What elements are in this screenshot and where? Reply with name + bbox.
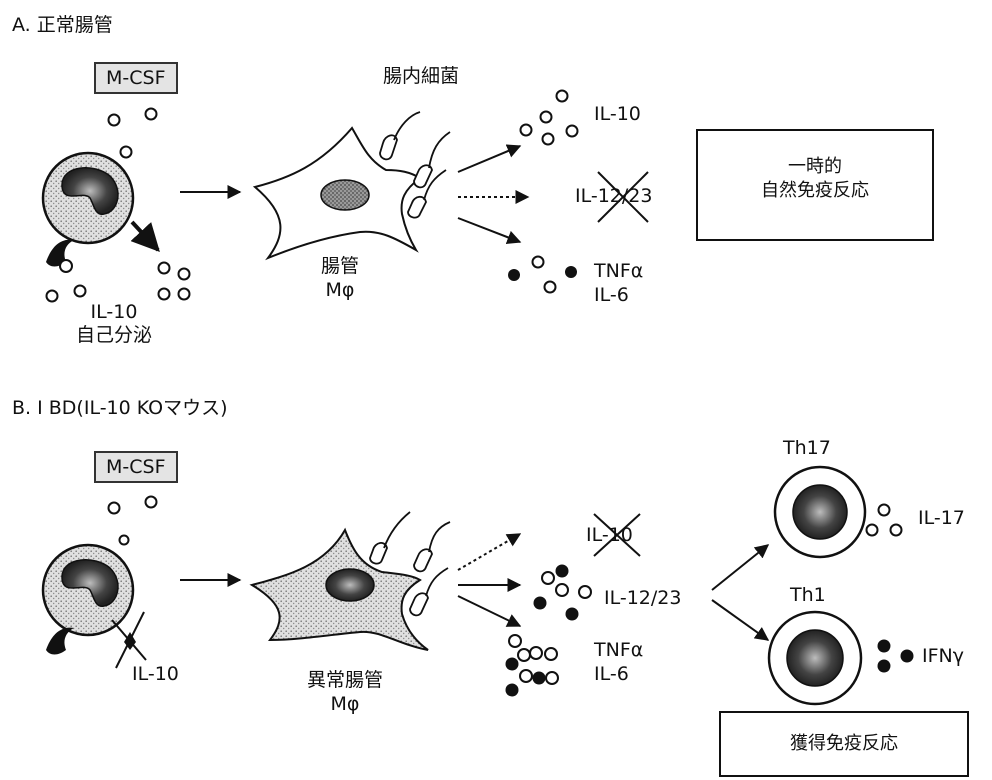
il10-dot	[179, 289, 190, 300]
macrophage-b-nucleus	[326, 569, 374, 601]
il10-dot	[159, 289, 170, 300]
out-il1223-b: IL-12/23	[604, 588, 681, 610]
tnf-dot-filled	[506, 658, 519, 671]
il10-dot	[521, 125, 532, 136]
monocyte-b	[43, 545, 133, 635]
mcsf-dot	[121, 147, 132, 158]
tnf-dot	[546, 672, 558, 684]
mcsf-dot	[109, 115, 120, 126]
mcsf-dot	[146, 109, 157, 120]
out-tnf-a: TNFα	[594, 261, 643, 283]
il10-dot	[567, 126, 578, 137]
macrophage-b-sub: Mφ	[290, 694, 400, 716]
tnf-dot-filled	[506, 684, 519, 697]
ifn-label: IFNγ	[922, 646, 964, 668]
tnf-dot	[533, 257, 544, 268]
response-a-text: 一時的 自然免疫反応	[697, 155, 933, 204]
autocrine-arrow	[132, 222, 158, 250]
ifn-dot-filled	[878, 640, 891, 653]
il10-dot	[47, 291, 58, 302]
il10-blocked-label: IL-10	[132, 664, 179, 686]
tnf-dot	[518, 649, 530, 661]
arrow-to-th1	[712, 600, 768, 640]
il1223-dot	[579, 586, 591, 598]
il17-label: IL-17	[918, 508, 965, 530]
ifn-dot-filled	[878, 660, 891, 673]
mcsf-label-b: M-CSF	[94, 451, 178, 483]
tnf-dot-filled	[565, 266, 577, 278]
out-il10-b: IL-10	[586, 525, 633, 547]
tnf-dot	[520, 670, 532, 682]
il1223-dot	[556, 584, 568, 596]
il10-dot	[557, 91, 568, 102]
autocrine-label: 自己分泌	[66, 325, 162, 347]
arrow-to-th17	[712, 545, 768, 590]
panel-a-title: A. 正常腸管	[12, 15, 113, 37]
il10-dot	[179, 269, 190, 280]
th17-label: Th17	[783, 438, 831, 460]
mcsf-label-a: M-CSF	[94, 62, 178, 94]
th17-cell	[775, 467, 865, 557]
arrow-b-tnf	[458, 596, 520, 626]
il17-dot	[879, 505, 890, 516]
mcsf-dot	[109, 503, 120, 514]
il1223-dot	[542, 572, 554, 584]
arrow-a-il10	[458, 146, 520, 172]
il17-dot	[891, 525, 902, 536]
tnf-dot	[530, 647, 542, 659]
out-il6-a: IL-6	[594, 285, 629, 307]
monocyte-a	[43, 153, 133, 243]
bacteria-label: 腸内細菌	[383, 66, 459, 88]
mcsf-dot	[120, 536, 129, 545]
il10-dot	[541, 112, 552, 123]
out-il10-a: IL-10	[594, 104, 641, 126]
tnf-dot	[545, 648, 557, 660]
il10-autocrine-label: IL-10	[66, 302, 162, 324]
il10-dot	[543, 134, 554, 145]
tnf-dot	[545, 282, 556, 293]
arrow-a-tnf	[458, 218, 520, 242]
mcsf-dot	[146, 497, 157, 508]
panel-b-title: B. I BD(IL-10 KOマウス)	[12, 398, 228, 420]
macrophage-a-sub: Mφ	[300, 280, 380, 302]
il10-dot	[159, 263, 170, 274]
out-il6-b: IL-6	[594, 664, 629, 686]
th1-label: Th1	[790, 585, 826, 607]
ifn-dot-filled	[901, 650, 914, 663]
tnf-dot-filled	[508, 269, 520, 281]
macrophage-a-label: 腸管	[300, 256, 380, 278]
il10-dot-bound-a	[60, 260, 72, 272]
macrophage-a-nucleus	[321, 180, 369, 210]
il1223-dot-filled	[534, 597, 547, 610]
response-b-text: 獲得免疫反応	[720, 732, 968, 756]
il17-dot	[867, 525, 878, 536]
out-tnf-b: TNFα	[594, 640, 643, 662]
tnf-dot	[509, 635, 521, 647]
il1223-dot-filled	[566, 608, 579, 621]
arrow-b-il10	[458, 534, 520, 570]
il10-dot	[75, 286, 86, 297]
il1223-dot-filled	[556, 565, 569, 578]
out-il1223-a: IL-12/23	[575, 186, 652, 208]
macrophage-b-label: 異常腸管	[290, 670, 400, 692]
tnf-dot-filled	[533, 672, 546, 685]
th1-cell	[769, 612, 861, 704]
